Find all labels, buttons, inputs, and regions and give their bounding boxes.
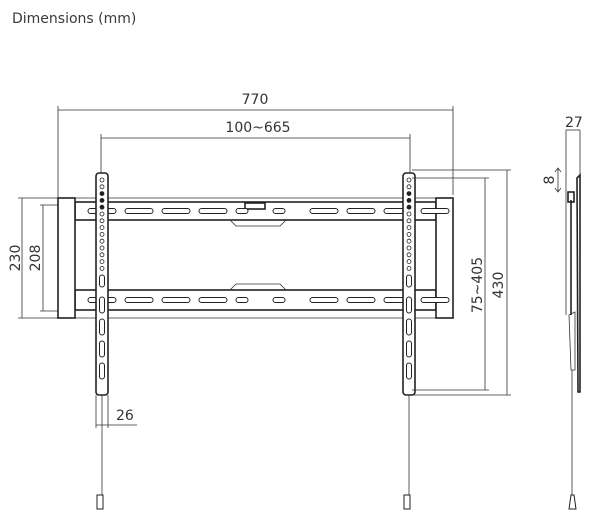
- strip-hole: [99, 259, 105, 265]
- strip-hole: [406, 191, 412, 197]
- strip-hole: [99, 231, 105, 237]
- strip-hole: [406, 204, 412, 210]
- dim-vesa-height: 75~405: [412, 177, 489, 391]
- strip-hole: [406, 184, 412, 190]
- label-208: 208: [28, 245, 44, 272]
- label-230: 230: [8, 245, 24, 272]
- label-8: 8: [542, 176, 558, 185]
- strip-hole: [99, 265, 105, 271]
- strip-hole: [99, 238, 105, 244]
- dim-vesa-width: 100~665: [100, 120, 411, 175]
- slot: [420, 297, 450, 303]
- strip-hole: [406, 218, 412, 224]
- label-770: 770: [242, 92, 269, 108]
- strip-hole: [406, 245, 412, 251]
- strip-hole: [99, 204, 105, 210]
- strip-hole: [406, 225, 412, 231]
- slot: [161, 297, 191, 303]
- strip-slot: [99, 340, 105, 358]
- slot: [124, 208, 154, 214]
- dim-overall-width: 770: [57, 92, 454, 200]
- strip-hole: [99, 197, 105, 203]
- wall-plate: [57, 197, 454, 319]
- strip-hole: [406, 231, 412, 237]
- strip-hole: [406, 238, 412, 244]
- strip-hole: [406, 211, 412, 217]
- slot: [198, 208, 228, 214]
- slot: [309, 208, 339, 214]
- slot: [272, 297, 286, 303]
- strip-slot: [406, 296, 412, 314]
- strip-hole: [99, 225, 105, 231]
- strip-hole: [406, 177, 412, 183]
- strip-hole: [406, 259, 412, 265]
- slot: [235, 297, 249, 303]
- label-430: 430: [491, 272, 507, 299]
- strip-hole: [406, 265, 412, 271]
- strip-slot: [406, 340, 412, 358]
- strip-hole: [99, 211, 105, 217]
- dim-outer-height: 230: [8, 197, 62, 319]
- strip-slot: [406, 274, 412, 288]
- strip-slot: [99, 318, 105, 336]
- slot: [346, 297, 376, 303]
- dim-strip-height: 430: [412, 169, 511, 396]
- strip-slot: [406, 318, 412, 336]
- label-27: 27: [565, 115, 583, 131]
- strip-hole: [99, 191, 105, 197]
- strip-hole: [406, 197, 412, 203]
- strip-hole: [99, 177, 105, 183]
- strip-hole: [99, 218, 105, 224]
- slot: [161, 208, 191, 214]
- slot: [124, 297, 154, 303]
- slot: [272, 208, 286, 214]
- dim-inner-height: 208: [28, 204, 62, 312]
- strip-slot: [406, 362, 412, 380]
- slot: [309, 297, 339, 303]
- slot: [420, 208, 450, 214]
- strip-hole: [406, 252, 412, 258]
- diagram-title: Dimensions (mm): [12, 11, 137, 27]
- strip-hole: [99, 184, 105, 190]
- side-view: 27 8: [542, 115, 583, 510]
- label-26: 26: [116, 408, 134, 424]
- strip-slot: [99, 296, 105, 314]
- strip-hole: [99, 245, 105, 251]
- slot: [346, 208, 376, 214]
- strip-slot: [99, 362, 105, 380]
- strip-hole: [99, 252, 105, 258]
- slot: [198, 297, 228, 303]
- label-75-405: 75~405: [470, 257, 486, 313]
- label-100-665: 100~665: [225, 120, 290, 136]
- strip-slot: [99, 274, 105, 288]
- dim-strip-width: 26: [95, 395, 137, 428]
- slot: [235, 208, 249, 214]
